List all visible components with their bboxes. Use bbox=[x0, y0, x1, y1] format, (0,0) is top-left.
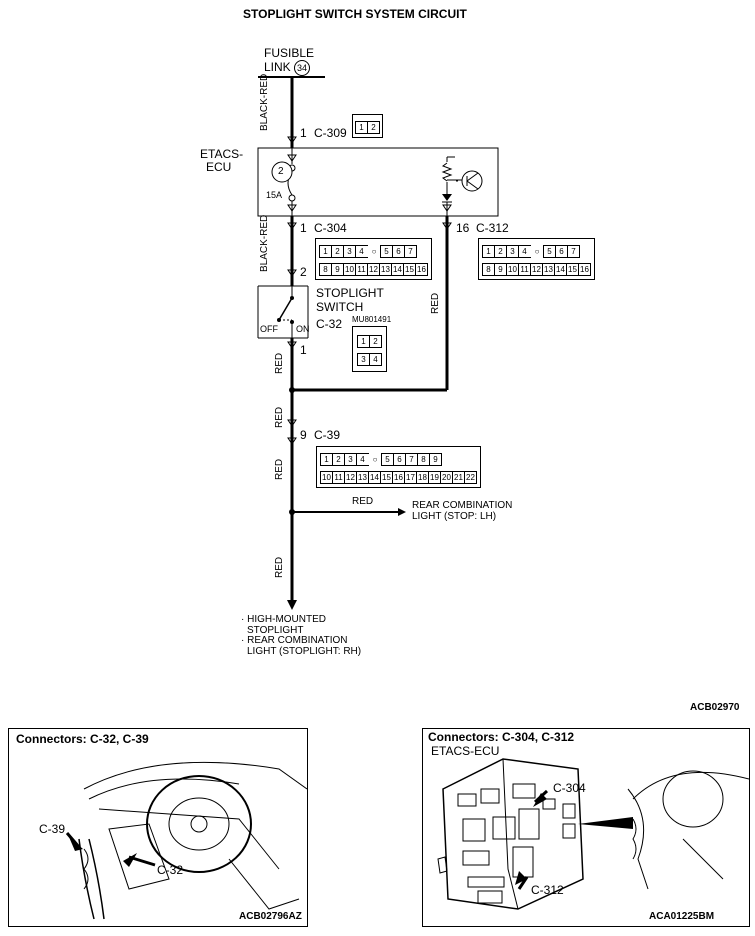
wire-label-red-branch: RED bbox=[352, 496, 374, 507]
fuse-number: 2 bbox=[278, 166, 284, 177]
switch-label-2: SWITCH bbox=[316, 300, 364, 314]
connector-pin-cell: 1 bbox=[482, 245, 495, 258]
connector-pin-cell: 14 bbox=[368, 471, 381, 484]
rear-lh-label-2: LIGHT (STOP: LH) bbox=[412, 511, 497, 522]
connector-pin-cell: 2 bbox=[369, 335, 382, 348]
etacs-label: ETACS- bbox=[200, 147, 244, 161]
panel-right-c312: C-312 bbox=[531, 883, 564, 897]
c312-pin: 16 bbox=[456, 221, 470, 235]
switch-pin-1: 1 bbox=[300, 343, 307, 357]
fusible-link-label: FUSIBLE bbox=[264, 46, 315, 60]
ecu-diode bbox=[442, 194, 452, 201]
switch-connector: C-32 bbox=[316, 317, 343, 331]
etacs-ecu-box bbox=[257, 147, 499, 217]
c304-pin: 1 bbox=[300, 221, 307, 235]
connector-pin-cell: ○ bbox=[368, 454, 382, 465]
note-rear-combination: · REAR COMBINATION bbox=[241, 635, 348, 646]
etacs-ecu-drawing bbox=[437, 758, 749, 910]
panel-right-c304: C-304 bbox=[553, 781, 586, 795]
fuse-amperage: 15A bbox=[266, 190, 283, 200]
panel-left-c39: C-39 bbox=[39, 822, 66, 836]
panel-right-subtitle: ETACS-ECU bbox=[431, 744, 500, 758]
c309-name: C-309 bbox=[314, 126, 347, 140]
fuse-number-circle bbox=[271, 161, 293, 183]
fusible-link-number: 34 bbox=[294, 60, 311, 76]
switch-part-number: MU801491 bbox=[352, 315, 392, 324]
connector-pin-cell: 6 bbox=[392, 245, 405, 258]
wire-label-red-4: RED bbox=[274, 556, 285, 578]
connector-pin-cell: 19 bbox=[428, 471, 441, 484]
c39-name: C-39 bbox=[314, 428, 341, 442]
wire-label-black-red-top: BLACK-RED bbox=[259, 73, 270, 131]
connector-pin-cell: 4 bbox=[355, 245, 368, 258]
etacs-label-2: ECU bbox=[206, 160, 232, 174]
ecu-resistor bbox=[441, 162, 453, 182]
connector-pin-cell: 7 bbox=[405, 453, 418, 466]
ecu-transistor bbox=[461, 170, 483, 192]
connector-pin-cell: 22 bbox=[464, 471, 477, 484]
panel-right-title: Connectors: C-304, C-312 bbox=[428, 730, 575, 744]
wire-label-red-1: RED bbox=[274, 352, 285, 374]
fusible-link-label-2: LINK 34 bbox=[264, 60, 311, 76]
connector-pin-cell: 7 bbox=[567, 245, 580, 258]
panel-left-title: Connectors: C-32, C-39 bbox=[16, 732, 149, 746]
connector-pin-cell: 11 bbox=[518, 263, 531, 276]
rear-lh-label: REAR COMBINATION bbox=[412, 500, 513, 511]
note-high-mounted: · HIGH-MOUNTED bbox=[241, 614, 326, 625]
panel-right-code: ACA01225BM bbox=[649, 911, 715, 922]
panel-left-code: ACB02796AZ bbox=[239, 911, 302, 922]
connector-pin-cell: 16 bbox=[415, 263, 428, 276]
connector-pin-cell: 9 bbox=[429, 453, 442, 466]
connector-pin-cell: 6 bbox=[555, 245, 568, 258]
arrow-down-rh bbox=[287, 600, 297, 610]
switch-on: ON bbox=[296, 324, 310, 334]
connector-pin-cell: ○ bbox=[367, 246, 381, 257]
wire-label-red-right: RED bbox=[430, 292, 441, 314]
fuse-terminal-bottom bbox=[288, 194, 296, 202]
connector-pin-cell: 4 bbox=[369, 353, 382, 366]
connector-pin-cell: 2 bbox=[367, 121, 380, 134]
panel-connectors-c304-c312: Connectors: C-304, C-312 ETACS-ECU C-304… bbox=[422, 728, 750, 927]
switch-pin-2: 2 bbox=[300, 265, 307, 279]
connector-pin-cell: ○ bbox=[530, 246, 544, 257]
switch-label: STOPLIGHT bbox=[316, 286, 384, 300]
stoplight-switch-box bbox=[257, 285, 309, 339]
connector-pin-cell: 13 bbox=[379, 263, 392, 276]
connector-pin-cell: 21 bbox=[452, 471, 465, 484]
note-rear-rh: LIGHT (STOPLIGHT: RH) bbox=[247, 646, 362, 657]
note-stoplight: STOPLIGHT bbox=[247, 625, 304, 636]
diagram-code: ACB02970 bbox=[690, 702, 740, 713]
connector-pin-cell: 5 bbox=[543, 245, 556, 258]
connector-pin-cell: 16 bbox=[578, 263, 591, 276]
diagram-title: STOPLIGHT SWITCH SYSTEM CIRCUIT bbox=[243, 7, 467, 21]
switch-contact bbox=[278, 297, 293, 321]
connector-pin-cell: 7 bbox=[404, 245, 417, 258]
connector-pin-cell: 3 bbox=[506, 245, 519, 258]
panel-left-c32: C-32 bbox=[157, 863, 184, 877]
c312-name: C-312 bbox=[476, 221, 509, 235]
panel-connectors-c32-c39: Connectors: C-32, C-39 C-39 C-32 ACB0279… bbox=[8, 728, 308, 927]
arrow-rear-lh bbox=[398, 508, 406, 516]
connector-pin-cell: 14 bbox=[554, 263, 567, 276]
wire-label-black-red-mid: BLACK-RED bbox=[259, 214, 270, 272]
wire-label-red-3: RED bbox=[274, 458, 285, 480]
c39-pin: 9 bbox=[300, 428, 307, 442]
switch-off: OFF bbox=[260, 324, 278, 334]
c309-pin: 1 bbox=[300, 126, 307, 140]
wire-label-red-2: RED bbox=[274, 406, 285, 428]
connector-pin-cell: 9 bbox=[494, 263, 507, 276]
c304-name: C-304 bbox=[314, 221, 347, 235]
dashboard-drawing-left bbox=[65, 761, 307, 920]
